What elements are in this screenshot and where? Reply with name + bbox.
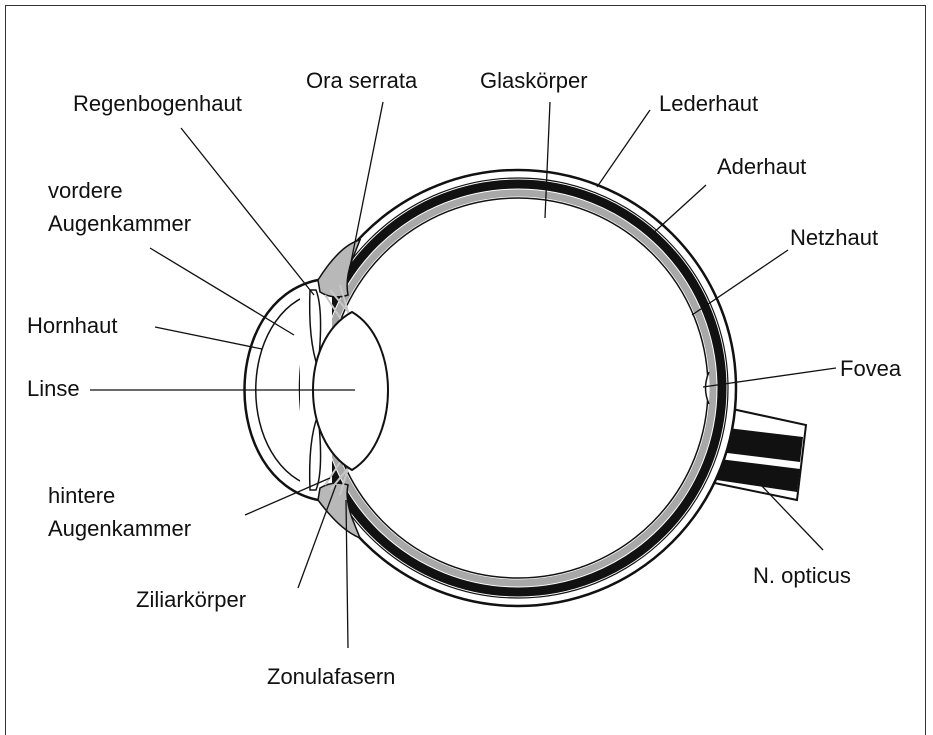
- label-n-opticus: N. opticus: [753, 563, 851, 588]
- label-aderhaut: Aderhaut: [717, 154, 806, 179]
- label-ziliarkoerper: Ziliarkörper: [136, 587, 246, 612]
- label-glaskoerper: Glaskörper: [480, 68, 588, 93]
- label-lederhaut: Lederhaut: [659, 91, 758, 116]
- label-vordere-line2: Augenkammer: [48, 211, 191, 236]
- label-fovea: Fovea: [840, 356, 902, 381]
- label-zonulafasern: Zonulafasern: [267, 664, 395, 689]
- label-linse: Linse: [27, 376, 80, 401]
- label-hintere-line1: hintere: [48, 483, 115, 508]
- label-regenbogenhaut: Regenbogenhaut: [73, 91, 242, 116]
- label-vordere-line1: vordere: [48, 178, 123, 203]
- label-ora-serrata: Ora serrata: [306, 68, 418, 93]
- label-hintere-line2: Augenkammer: [48, 516, 191, 541]
- label-netzhaut: Netzhaut: [790, 225, 878, 250]
- label-hornhaut: Hornhaut: [27, 313, 118, 338]
